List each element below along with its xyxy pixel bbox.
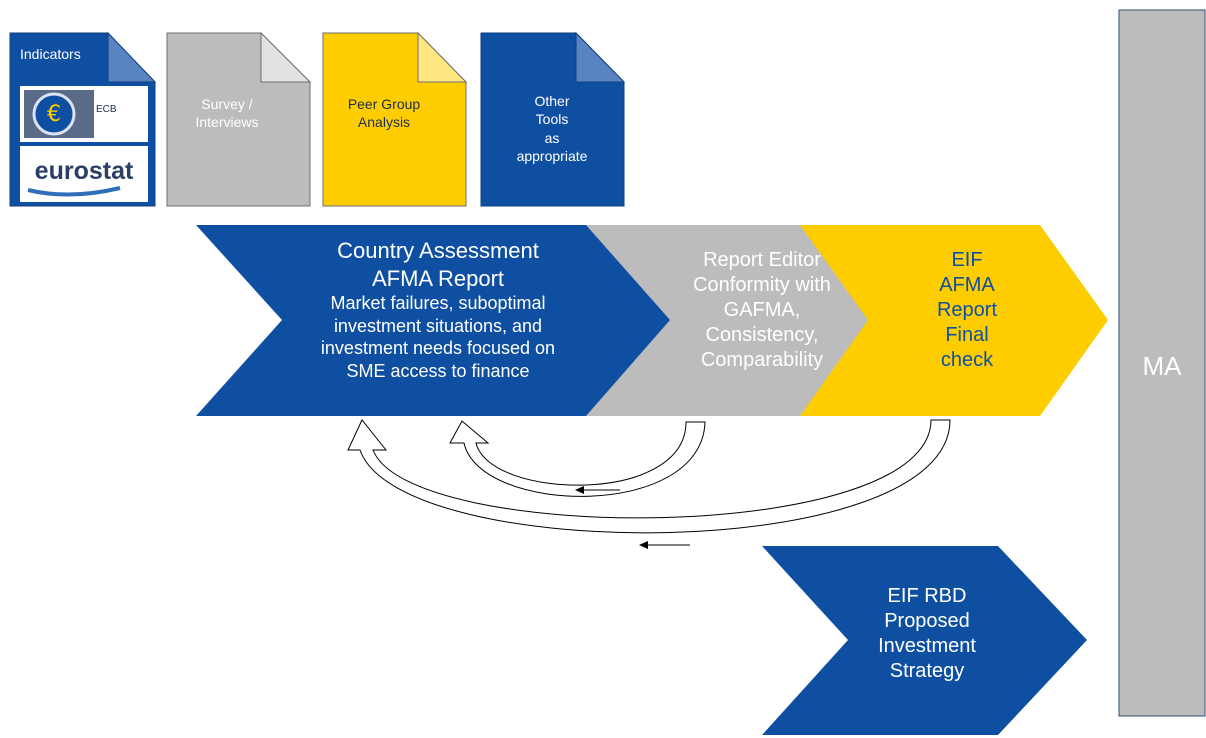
indicators-document: € — [9, 31, 157, 207]
country-assessment-chevron — [196, 225, 670, 416]
report-editor-chevron — [550, 225, 868, 416]
eif-check-label: EIF AFMA Report Final check — [936, 249, 998, 371]
euro-icon — [32, 92, 76, 136]
country-assessment-label: Country Assessment AFMA Report Market fa… — [320, 238, 556, 381]
peer-group-document — [322, 31, 468, 207]
eif-rbd-label: EIF RBD Proposed Investment Strategy — [878, 585, 976, 682]
report-editor-label: Report Editor Conformity with GAFMA, Con… — [693, 249, 831, 371]
eif-check-chevron — [800, 225, 1108, 416]
feedback-arrow-icon — [449, 420, 706, 497]
ma-bar — [1118, 9, 1206, 717]
other-tools-label: Other Tools as appropriate — [516, 93, 588, 165]
indicators-title: Indicators — [20, 46, 81, 62]
survey-label: Survey / Interviews — [195, 96, 259, 130]
svg-text:€: € — [47, 102, 61, 127]
feedback-arrow-icon — [347, 419, 951, 549]
ma-label: MA — [1142, 351, 1182, 381]
peer-group-label: Peer Group Analysis — [347, 96, 421, 130]
other-tools-document — [480, 31, 626, 207]
ecb-label: ECB — [96, 104, 117, 115]
eif-rbd-chevron — [762, 546, 1087, 735]
eurostat-logo-text: eurostat — [34, 157, 134, 185]
survey-document — [166, 31, 312, 207]
